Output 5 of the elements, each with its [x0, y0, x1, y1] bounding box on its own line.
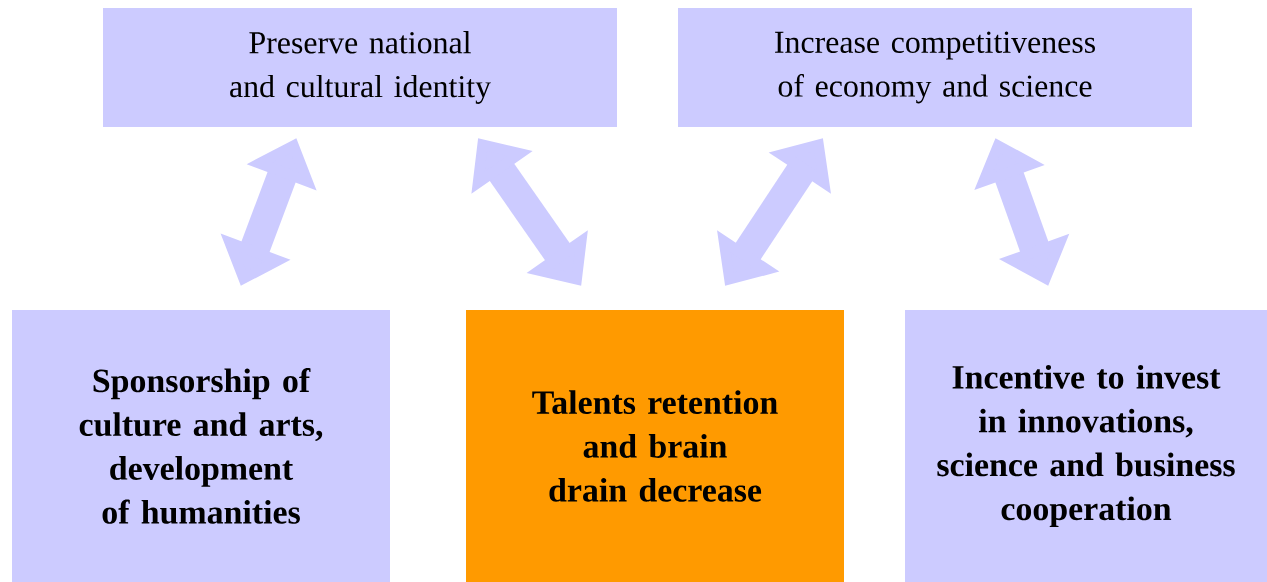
text-box: Preserve national and cultural identity	[103, 8, 617, 127]
text-box: Increase competitiveness of economy and science	[678, 8, 1192, 127]
text-box: Incentive to invest in innovations, science and business cooperation	[905, 310, 1267, 582]
text-box: Sponsorship of culture and arts, development of humanities	[12, 310, 390, 582]
text-box: Talents retention and brain drain decrease	[466, 310, 844, 582]
